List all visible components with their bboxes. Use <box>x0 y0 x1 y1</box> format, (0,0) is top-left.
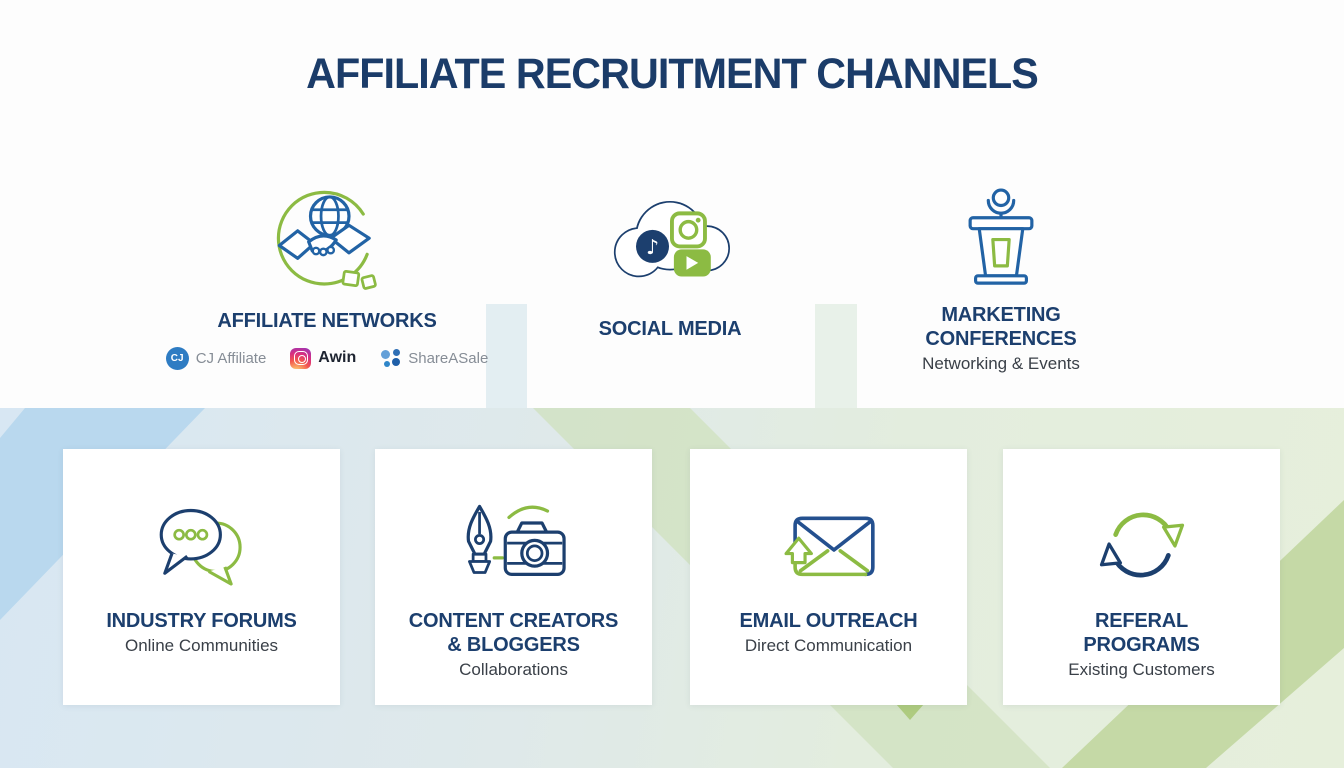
shareasale-logo-icon <box>380 348 401 369</box>
shareasale-label: ShareASale <box>408 349 489 367</box>
svg-text:♪: ♪ <box>646 235 659 259</box>
channel-label: MARKETING CONFERENCES <box>925 304 1077 350</box>
envelope-arrow-icon <box>768 489 890 601</box>
channel-label: AFFILIATE NETWORKS <box>217 310 437 332</box>
card-subtitle: Online Communities <box>124 636 279 655</box>
cj-affiliate-logo: CJ CJ Affiliate <box>165 346 267 370</box>
tiktok-icon: ♪ <box>636 229 670 263</box>
card-title: EMAIL OUTREACH <box>739 610 918 632</box>
card-title: REFERAL PROGRAMS <box>1083 610 1200 656</box>
awin-logo: Awin <box>290 347 357 369</box>
card-title: CONTENT CREATORS & BLOGGERS <box>408 610 619 656</box>
cj-logo-icon: CJ <box>165 346 189 370</box>
card-content-creators: CONTENT CREATORS & BLOGGERS Collaboratio… <box>375 449 652 705</box>
channel-social-media: ♪ SOCIAL MEDIA <box>553 192 787 342</box>
card-industry-forums: INDUSTRY FORUMS Online Communities <box>63 449 340 705</box>
awin-logo-icon <box>290 347 312 369</box>
page-title: AFFILIATE RECRUITMENT CHANNELS <box>306 50 1039 98</box>
separator-bar-blue <box>486 304 527 408</box>
card-subtitle: Direct Communication <box>744 636 913 655</box>
channel-affiliate-networks: AFFILIATE NETWORKS CJ CJ Affiliate Awin … <box>152 184 502 370</box>
cycle-arrows-icon <box>1090 489 1194 601</box>
pen-camera-icon <box>452 489 576 601</box>
separator-bar-green <box>815 304 857 408</box>
affiliate-network-logos: CJ CJ Affiliate Awin ShareASale <box>152 346 502 370</box>
handshake-globe-icon <box>152 184 502 296</box>
card-title: INDUSTRY FORUMS <box>106 610 297 632</box>
speech-bubbles-icon <box>146 489 258 601</box>
card-email-outreach: EMAIL OUTREACH Direct Communication <box>690 449 967 705</box>
shareasale-logo: ShareASale <box>380 348 488 369</box>
youtube-icon <box>673 249 711 277</box>
conference-podium-icon <box>884 186 1118 294</box>
channel-sublabel: Networking & Events <box>922 354 1080 374</box>
card-referal-programs: REFERAL PROGRAMS Existing Customers <box>1003 449 1280 705</box>
social-media-cloud-icon: ♪ <box>553 192 787 294</box>
card-subtitle: Collaborations <box>459 660 568 679</box>
awin-label: Awin <box>318 349 357 367</box>
instagram-icon <box>670 211 707 249</box>
cj-affiliate-label: CJ Affiliate <box>195 349 267 367</box>
channel-label: SOCIAL MEDIA <box>598 318 742 340</box>
channel-marketing-conferences: MARKETING CONFERENCES Networking & Event… <box>884 186 1118 374</box>
card-subtitle: Existing Customers <box>1068 660 1215 679</box>
